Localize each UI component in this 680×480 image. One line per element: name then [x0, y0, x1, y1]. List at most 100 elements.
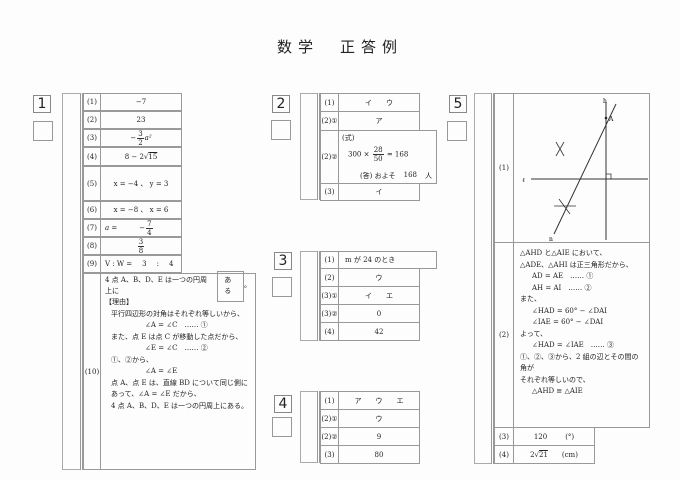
- q-number: (2): [83, 111, 101, 129]
- reason-lines: 【理由】 平行四辺形の対角はそれぞれ等しいから、 ∠A = ∠C …… ① また…: [105, 297, 251, 412]
- line: △ADE、△AHI は正三角形だから、: [520, 260, 633, 269]
- numerator: 3: [137, 237, 145, 247]
- divider: [317, 391, 320, 463]
- label-n: n: [549, 236, 553, 243]
- answer: 9: [338, 427, 420, 446]
- value: 120: [533, 432, 548, 441]
- expr: 300 ×: [348, 150, 370, 159]
- q-number: (4): [494, 445, 514, 464]
- divider: [491, 93, 494, 464]
- answer: x = −8 、 x = 6: [100, 201, 182, 219]
- section-3-label: 3: [274, 252, 292, 270]
- q-number: (1): [320, 93, 339, 112]
- answer: 0: [338, 304, 420, 323]
- point-a: [604, 116, 608, 120]
- radicand: 15: [148, 152, 158, 161]
- line: あって、∠A = ∠E だから、: [111, 390, 201, 398]
- divider: [317, 93, 320, 200]
- line: ∠E = ∠C …… ②: [145, 344, 208, 352]
- lead-text: 4 点 A、B、D、E は一つの円周上に: [105, 275, 208, 296]
- answer: m が 24 のとき: [338, 251, 437, 269]
- right-angle-mark: [606, 173, 612, 179]
- q-number: (1): [494, 93, 514, 243]
- page-title: 数学 正答例: [276, 38, 403, 56]
- formula-label: (式): [342, 134, 355, 142]
- arc-mark: [555, 141, 565, 157]
- answer: イ エ: [338, 286, 420, 305]
- divider: [317, 251, 320, 341]
- q-number: (3): [494, 427, 514, 446]
- section-1-score-box: [33, 121, 53, 141]
- line: ∠IAE = 60° − ∠DAI: [532, 318, 604, 326]
- line: それぞれ等しいので、: [520, 375, 590, 384]
- section-4-score-column: [300, 391, 318, 463]
- q-number: (3)②: [320, 304, 339, 323]
- unit: (°): [565, 432, 575, 441]
- answer-value: 168: [403, 171, 417, 179]
- line: ∠HAD = ∠IAE …… ③: [532, 341, 614, 349]
- figure-svg: h A ℓ n: [522, 98, 648, 243]
- answer-unit: 人: [425, 172, 432, 180]
- answer: イ ウ: [338, 93, 420, 112]
- line: △AHD と△AIE において、: [520, 249, 607, 257]
- line: ①、②から、: [111, 355, 153, 364]
- radicand: 21: [538, 450, 548, 459]
- q-number: (3): [320, 445, 339, 464]
- line: ∠A = ∠E: [145, 367, 178, 375]
- answer-proof: △AHD と△AIE において、 △ADE、△AHI は正三角形だから、 AD …: [513, 242, 650, 428]
- q-number: (3): [320, 183, 339, 201]
- q-number: (3): [83, 129, 101, 147]
- result: = 168: [386, 150, 409, 159]
- section-2-score-box: [271, 120, 291, 140]
- section-4-score-box: [272, 417, 292, 437]
- line: ∠HAD = 60° − ∠DAI: [532, 306, 607, 315]
- line-n: [553, 103, 617, 235]
- label-l: ℓ: [522, 177, 525, 184]
- line: AH = AI …… ②: [532, 283, 592, 292]
- sign: −: [130, 134, 137, 142]
- q-number: (6): [83, 201, 101, 219]
- line: よって、: [520, 329, 548, 338]
- answer: −7: [100, 93, 182, 111]
- answer: 2√21 (cm): [513, 445, 595, 464]
- answer: イ: [338, 183, 420, 201]
- q-number: (10): [83, 273, 101, 470]
- label-h: h: [603, 98, 607, 105]
- q-number: (8): [83, 237, 101, 255]
- arc-mark: [554, 198, 576, 215]
- divider: [80, 93, 83, 470]
- answer-reason: 4 点 A、B、D、E は一つの円周上に ある 。 【理由】 平行四辺形の対角は…: [100, 270, 256, 470]
- q-number: (4): [320, 322, 339, 341]
- q-number: (2): [320, 268, 339, 287]
- section-1-label: 1: [33, 95, 51, 113]
- term: a²: [144, 134, 152, 142]
- numerator: 7: [146, 219, 153, 229]
- ratio-sep: :: [156, 260, 159, 268]
- denominator: 4: [147, 228, 152, 237]
- answer: V : W = 3 : 4: [100, 255, 182, 273]
- q-number: (2)②: [320, 427, 339, 446]
- line: 4 点 A、B、D、E は一つの円周上にある。: [111, 401, 249, 410]
- construction-figure: h A ℓ n: [513, 93, 650, 243]
- section-1-score-column: [62, 93, 81, 470]
- section-5-score-column: [474, 93, 492, 464]
- answer: ウ: [338, 409, 420, 428]
- q-number: (2)②: [320, 130, 339, 184]
- answer: x = −4 、 y = 3: [100, 166, 182, 201]
- unit: (cm): [561, 450, 578, 459]
- section-5-label: 5: [449, 95, 467, 113]
- line: 平行四辺形の対角はそれぞれ等しいから、: [111, 309, 244, 318]
- line: 点 A、点 E は、直線 BD について同じ側に: [111, 378, 248, 387]
- answer: 80: [338, 445, 420, 464]
- sign: −: [139, 224, 146, 232]
- q-number: (2): [494, 242, 514, 428]
- answer: 8 − 2√15: [100, 147, 182, 166]
- section-4-label: 4: [274, 395, 292, 413]
